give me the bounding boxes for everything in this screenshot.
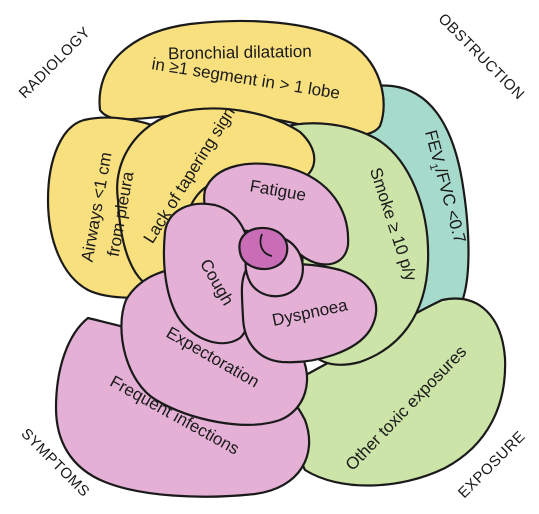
rose-center [238,226,289,271]
radiology-corner-label: RADIOLOGY [16,24,94,102]
rose-center-curl [259,233,273,257]
bronchial-dilatation-label-line1: Bronchial dilatation [168,42,312,64]
obstruction-corner-label: OBSTRUCTION [435,10,528,103]
fev-subscript: 1 [427,163,440,172]
